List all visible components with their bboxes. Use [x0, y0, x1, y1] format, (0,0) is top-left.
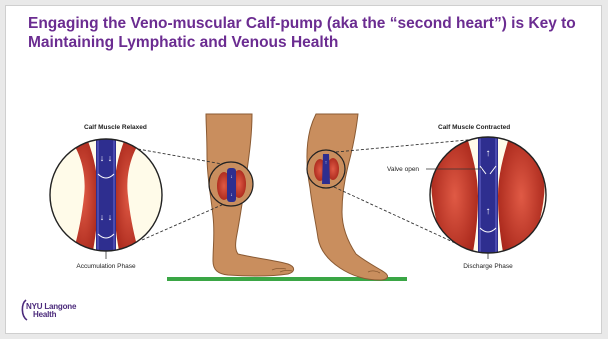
svg-text:↓: ↓ — [108, 212, 113, 222]
svg-text:↑: ↑ — [325, 160, 328, 166]
svg-text:↑: ↑ — [486, 206, 491, 217]
relaxed-magnified-view: ↓ ↓ ↓ ↓ — [50, 136, 162, 256]
svg-text:↓: ↓ — [230, 192, 233, 198]
relaxed-heading: Calf Muscle Relaxed — [84, 124, 147, 131]
right-calf-detail: ↑ — [307, 150, 345, 188]
svg-text:↓: ↓ — [100, 153, 105, 163]
svg-text:↓: ↓ — [100, 212, 105, 222]
nyu-langone-logo: NYU Langone Health — [18, 297, 66, 323]
logo-line-2: Health — [33, 310, 56, 319]
slide: Engaging the Veno-muscular Calf-pump (ak… — [5, 5, 602, 334]
left-calf-detail: ↓ ↓ — [209, 162, 253, 206]
svg-text:↓: ↓ — [230, 174, 233, 180]
calf-pump-diagram: ↓ ↓ ↑ ↓ ↓ — [6, 6, 602, 334]
right-leg-illustration — [307, 114, 387, 280]
contracted-magnified-view: ↑ ↑ — [426, 134, 546, 258]
svg-text:↓: ↓ — [108, 153, 113, 163]
contracted-heading: Calf Muscle Contracted — [438, 124, 510, 131]
accumulation-phase-label: Accumulation Phase — [76, 263, 136, 270]
discharge-phase-label: Discharge Phase — [463, 263, 513, 270]
valve-open-label: Valve open — [387, 166, 419, 173]
svg-text:↑: ↑ — [486, 148, 491, 159]
